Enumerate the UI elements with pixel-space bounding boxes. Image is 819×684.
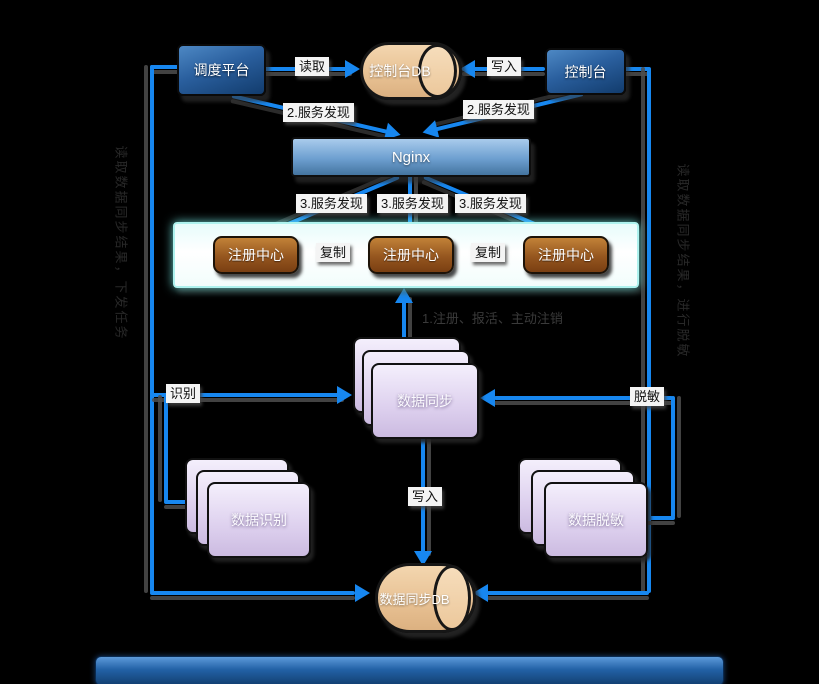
- edge-left-vertical: [150, 65, 154, 593]
- registry-node-1-label: 注册中心: [228, 247, 284, 263]
- replicate-left-label: 复制: [316, 243, 351, 262]
- data-mask-label: 数据脱敏: [568, 512, 624, 528]
- arrowhead-right-to-syncdb: [473, 584, 488, 602]
- edge-identify: [152, 393, 344, 397]
- arrowhead-left-to-syncdb: [355, 584, 370, 602]
- right-edge-note: 读取数据同步结果，进行脱敏: [675, 163, 691, 359]
- write-label: 写入: [487, 57, 522, 76]
- edge-sync-to-registry: [402, 297, 406, 345]
- data-identify-stack-front: 数据识别: [207, 482, 311, 558]
- identify-label: 识别: [166, 384, 201, 403]
- edge-mask: [494, 396, 673, 400]
- console-db-node: 控制台DB: [360, 42, 462, 100]
- arrowhead-read: [345, 60, 360, 78]
- registry-node-2: 注册中心: [368, 236, 454, 274]
- cylinder-rim: [432, 565, 471, 631]
- edge-scheduler-left-stub: [150, 65, 179, 69]
- arrowhead-register: [395, 288, 413, 303]
- bottom-window-strip: [95, 656, 724, 684]
- edge-right-bottom: [487, 591, 649, 595]
- data-identify-label: 数据识别: [231, 512, 287, 528]
- arrowhead-mask: [480, 389, 495, 407]
- read-label: 读取: [295, 57, 330, 76]
- edge-right-inner-horizontal: [640, 516, 675, 520]
- scheduler-node: 调度平台: [177, 44, 266, 96]
- registry-node-1: 注册中心: [213, 236, 299, 274]
- console-db-label: 控制台DB: [369, 63, 431, 79]
- service-discovery-2-left-label: 2.服务发现: [283, 103, 354, 122]
- edge-right-vertical: [647, 67, 651, 593]
- arrowhead-identify: [337, 386, 352, 404]
- left-edge-note: 读取数据同步结果，下发任务: [113, 145, 129, 341]
- service-discovery-3-b-label: 3.服务发现: [377, 194, 448, 213]
- data-mask-stack-front: 数据脱敏: [544, 482, 648, 558]
- write-db-label: 写入: [408, 487, 443, 506]
- edge-console-right-stub: [621, 67, 650, 71]
- registry-node-2-label: 注册中心: [383, 247, 439, 263]
- arrowhead-write: [460, 60, 475, 78]
- replicate-right-label: 复制: [471, 243, 506, 262]
- registry-node-3: 注册中心: [523, 236, 609, 274]
- console-node: 控制台: [545, 48, 626, 95]
- mask-label: 脱敏: [630, 387, 665, 406]
- service-discovery-3-a-label: 3.服务发现: [296, 194, 367, 213]
- scheduler-label: 调度平台: [193, 62, 250, 78]
- edge-left-bottom: [150, 591, 355, 595]
- edge-right-inner-vertical: [671, 396, 675, 518]
- service-discovery-2-right-label: 2.服务发现: [463, 100, 534, 119]
- sync-db-node: 数据同步DB: [375, 563, 476, 633]
- registry-node-3-label: 注册中心: [538, 247, 594, 263]
- data-sync-stack-front: 数据同步: [371, 363, 479, 439]
- data-sync-label: 数据同步: [397, 393, 453, 409]
- cylinder-rim: [418, 44, 457, 98]
- nginx-bar: Nginx: [291, 137, 531, 177]
- console-label: 控制台: [564, 63, 607, 80]
- sync-db-label: 数据同步DB: [379, 591, 450, 607]
- register-note: 1.注册、报活、主动注销: [422, 311, 563, 326]
- nginx-label: Nginx: [391, 148, 431, 166]
- edge-left-inner-vertical: [164, 395, 168, 502]
- service-discovery-3-c-label: 3.服务发现: [455, 194, 526, 213]
